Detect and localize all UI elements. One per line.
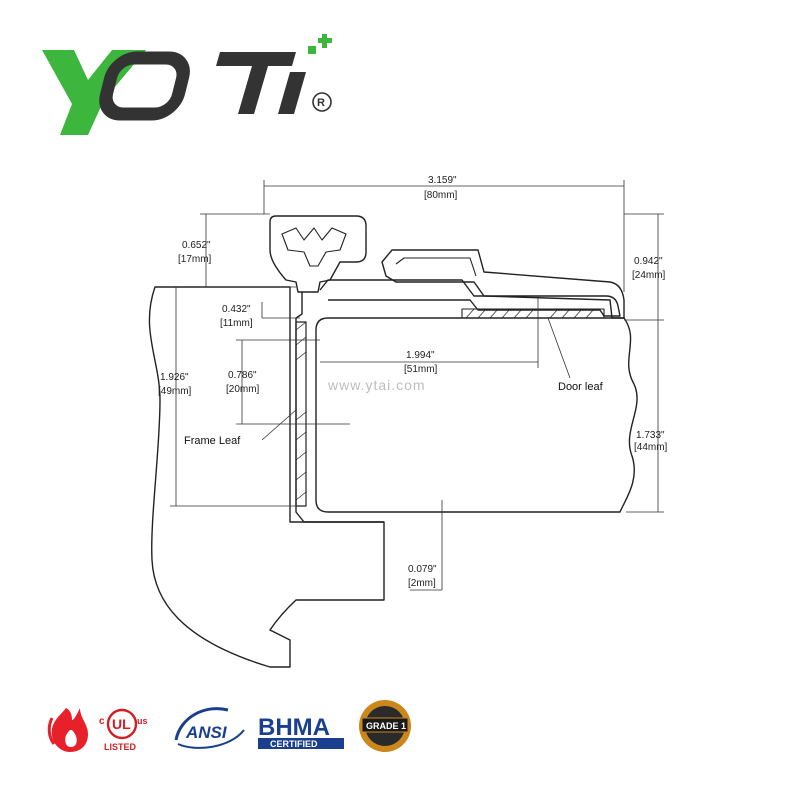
bhma-label: BHMA — [258, 714, 330, 741]
registered-mark-circle — [312, 92, 332, 112]
ul-us: us — [137, 716, 148, 726]
hinge-cover-cap — [381, 249, 625, 319]
dim-top-offset-in: 0.652" — [182, 240, 211, 251]
bhma-certified-label: CERTIFIED — [270, 739, 318, 749]
ansi-badge: ANSI — [174, 707, 245, 749]
hinge-knuckle-left — [269, 215, 367, 293]
dimension-labels: 3.159" [80mm] 0.652" [17mm] 0.942" [24mm… — [158, 175, 668, 589]
bhma-certified-badge: BHMA CERTIFIED — [258, 714, 344, 749]
dim-frame-overlap-in: 0.786" — [228, 370, 257, 381]
dim-door-thickness-in: 1.733" — [636, 430, 665, 441]
dim-overall-width-mm: [80mm] — [424, 190, 458, 201]
ul-listed: LISTED — [104, 742, 137, 752]
ansi-label: ANSI — [185, 723, 228, 742]
door-leaf-plate — [461, 308, 605, 319]
dim-frame-depth-in: 1.926" — [160, 372, 189, 383]
frame-leaf-hatch — [295, 321, 307, 501]
hinge-leaf-arm — [319, 279, 621, 317]
frame-hinge-leaf — [295, 292, 303, 319]
dim-top-offset-mm: [17mm] — [178, 254, 212, 265]
dim-right-height-in: 0.942" — [634, 256, 663, 267]
logo-letter-o — [99, 51, 190, 121]
watermark-text: www.ytai.com — [327, 377, 426, 393]
dim-bottom-gap-mm: [2mm] — [408, 578, 436, 589]
ul-listed-badge: UL c us LISTED — [99, 708, 148, 752]
hinge-section-drawing — [148, 215, 638, 668]
door-frame-outline — [148, 286, 385, 668]
grade-label: GRADE 1 — [366, 721, 406, 731]
brand-logo: R — [42, 34, 332, 135]
dim-right-height-mm: [24mm] — [632, 270, 666, 281]
hinge-cover-inner — [395, 257, 477, 277]
dimension-lines — [170, 180, 664, 591]
label-door-leaf: Door leaf — [558, 381, 604, 393]
logo-letter-t — [216, 52, 296, 114]
dim-frame-overlap-mm: [20mm] — [226, 384, 260, 395]
hinge-knuckle-inner — [281, 227, 347, 267]
door-leaf-hatch — [465, 308, 595, 319]
dim-leaf-overlap-mm: [51mm] — [404, 364, 438, 375]
logo-accent-dot — [308, 46, 316, 54]
logo-accent-vert — [322, 34, 327, 48]
frame-leaf-channel — [295, 318, 384, 523]
logo-letter-i — [278, 72, 306, 114]
ul-c: c — [99, 716, 105, 727]
fire-rated-icon — [47, 708, 88, 752]
grade-1-seal: GRADE 1 — [359, 700, 411, 752]
ul-mark: UL — [112, 716, 131, 732]
dim-door-thickness-mm: [44mm] — [634, 442, 668, 453]
frame-leaf-plate — [295, 321, 307, 507]
dim-bottom-gap-in: 0.079" — [408, 564, 437, 575]
dim-gap-small-mm: [11mm] — [220, 318, 253, 329]
dim-frame-depth-mm: [49mm] — [158, 386, 192, 397]
registered-mark: R — [317, 97, 325, 109]
door-leaf-outline — [315, 317, 638, 513]
dim-gap-small-in: 0.432" — [222, 304, 251, 315]
dim-overall-width-in: 3.159" — [428, 175, 457, 186]
certification-badges: UL c us LISTED ANSI BHMA CERTIFIED GRADE… — [47, 700, 411, 752]
label-frame-leaf: Frame Leaf — [184, 435, 241, 447]
dim-leaf-overlap-in: 1.994" — [406, 350, 435, 361]
